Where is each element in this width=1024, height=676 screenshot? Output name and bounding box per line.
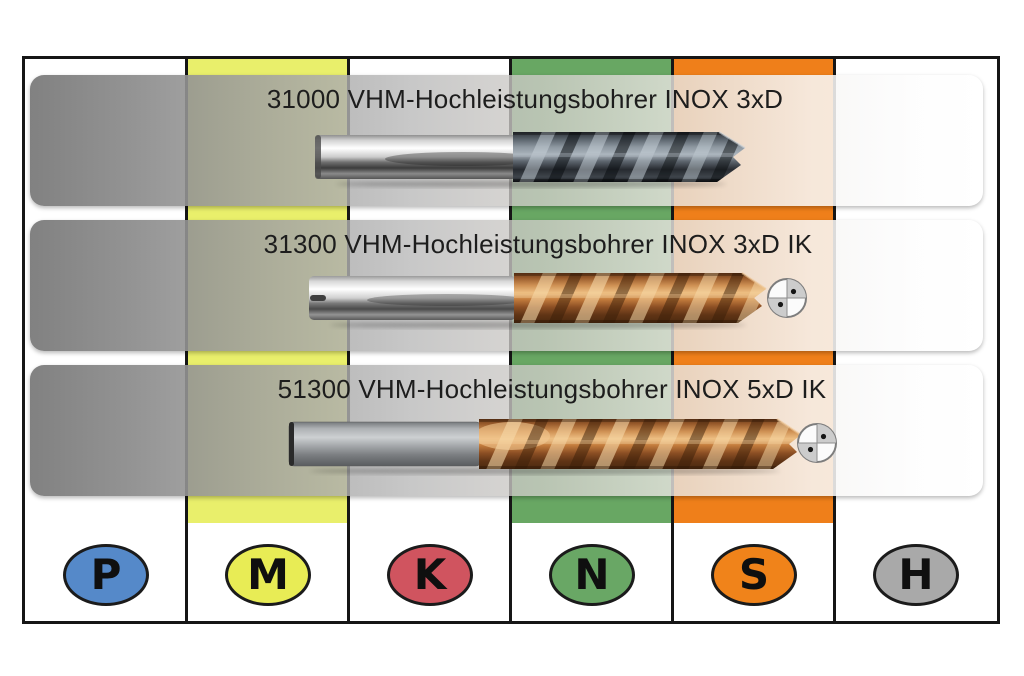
product-title: 31000 VHM-Hochleistungsbohrer INOX 3xD [266, 84, 784, 114]
material-badge-M: M [225, 544, 311, 606]
material-badge-P: P [63, 544, 149, 606]
product-row-31000: 31000 VHM-Hochleistungsbohrer INOX 3xD [30, 75, 983, 206]
material-badge-N: N [549, 544, 635, 606]
material-letter: H [898, 550, 934, 599]
product-row-31300: 31300 VHM-Hochleistungsbohrer INOX 3xD I… [30, 220, 983, 351]
drill-photo-51300 [288, 418, 802, 475]
material-application-table: 31000 VHM-Hochleistungsbohrer INOX 3xD [22, 56, 1000, 624]
internal-coolant-icon [767, 278, 807, 318]
material-badge-K: K [387, 544, 473, 606]
material-letter: S [738, 550, 770, 599]
product-title: 31300 VHM-Hochleistungsbohrer INOX 3xD I… [263, 229, 813, 259]
drill-photo-31300 [309, 272, 767, 329]
material-badge-S: S [711, 544, 797, 606]
product-title: 51300 VHM-Hochleistungsbohrer INOX 5xD I… [277, 374, 827, 404]
product-row-51300: 51300 VHM-Hochleistungsbohrer INOX 5xD I… [30, 365, 983, 496]
material-letter: K [413, 550, 447, 599]
material-badge-H: H [873, 544, 959, 606]
material-letter: N [574, 550, 610, 599]
internal-coolant-icon [797, 423, 837, 463]
drill-photo-31000 [315, 131, 746, 188]
material-letter: M [247, 550, 289, 599]
material-letter: P [90, 550, 122, 599]
